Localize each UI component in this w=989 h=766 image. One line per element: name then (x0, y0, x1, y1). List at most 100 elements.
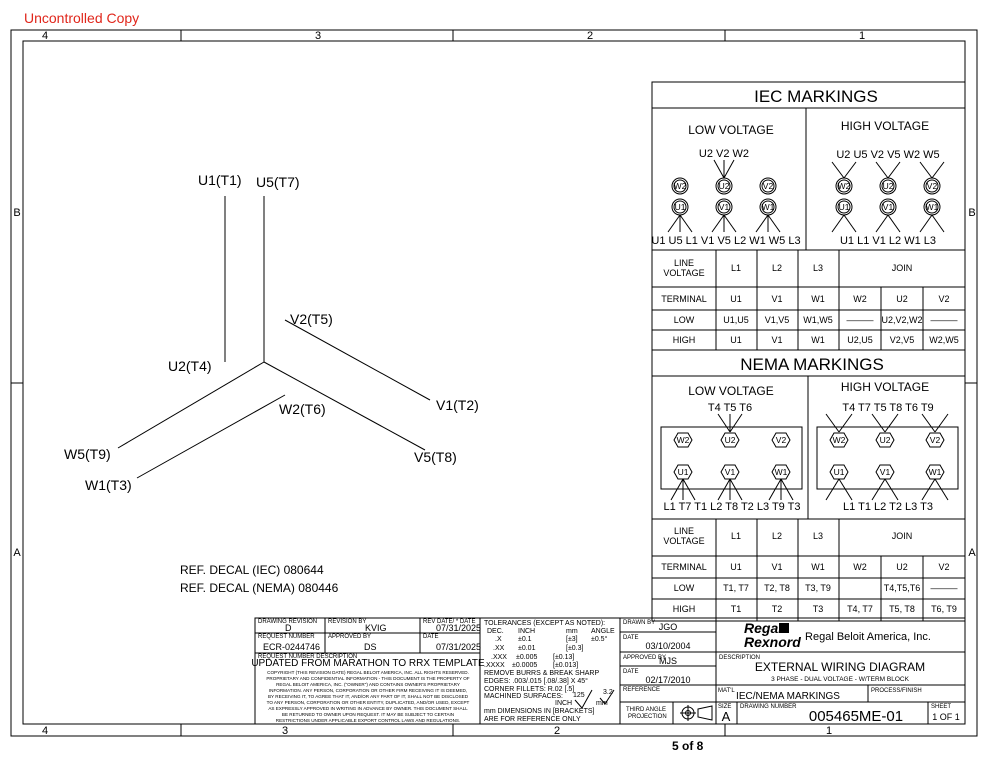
nema-line-voltage-1: LINE (674, 526, 694, 536)
iec-col-l3: L3 (813, 263, 823, 273)
nema-col-l3: L3 (813, 531, 823, 541)
title-block-projection-1: THIRD ANGLE (626, 707, 666, 713)
nema-table-rows-0-0: TERMINAL (661, 562, 707, 572)
iec-node-w2-high: W2 (838, 181, 851, 191)
title-block-copyright-6: AS EXPRESSLY APPROVED IN WRITING IN ADVA… (268, 706, 468, 711)
title-block-request-desc-label: REQUEST NUMBER DESCRIPTION (258, 654, 357, 660)
title-block-tol-rows-2-0: .XXX (491, 654, 507, 661)
title-block-tol-header-2: mm (566, 628, 578, 635)
iec-node-u1-high: U1 (839, 202, 850, 212)
nema-table-rows-0-1: U1 (730, 562, 742, 572)
label-v1-t2: V1(T2) (436, 397, 479, 413)
title-block-drawn-date-label: DATE (623, 635, 639, 641)
schematic-labels: U1(T1) U5(T7) U2(T4) V2(T5) V1(T2) W2(T6… (64, 172, 479, 493)
zone-col-2-bottom: 2 (554, 725, 560, 737)
title-block-request-number-label: REQUEST NUMBER (258, 634, 315, 640)
nema-table-rows-1-1: T1, T7 (723, 583, 749, 593)
zone-col-4-top: 4 (42, 30, 48, 42)
title-block-ref-note: ARE FOR REFERENCE ONLY (484, 716, 581, 723)
nema-low-top-labels: T4 T5 T6 (708, 402, 752, 414)
drawing-description: EXTERNAL WIRING DIAGRAM (755, 660, 925, 674)
label-w1-t3: W1(T3) (85, 477, 132, 493)
nema-table-rows-1-4: T4,T5,T6 (884, 583, 921, 593)
iec-table-rows-0-5: U2 (896, 294, 908, 304)
iec-node-u1-low: U1 (675, 202, 686, 212)
title-block-tol-rows-0-0: .X (495, 636, 502, 643)
label-w2-t6: W2(T6) (279, 401, 326, 417)
zone-col-1-top: 1 (859, 30, 865, 42)
label-v2-t5: V2(T5) (290, 311, 333, 327)
copyright-notice: COPYRIGHT (THIS REVISION DATE) REGAL BEL… (266, 670, 469, 723)
iec-high-diagram (831, 161, 945, 233)
title-block-sheet-label: SHEET (931, 704, 951, 710)
title-block-corner-fillets: CORNER FILLETS: R.02 [.5] (484, 686, 574, 693)
zone-row-a-left: A (13, 547, 21, 559)
revision-by: KVIG (365, 623, 387, 633)
drawing-subdescription: 3 PHASE - DUAL VOLTAGE - W/TERM BLOCK (771, 676, 910, 683)
title-block-copyright-8: RESTRICTIONS UNDER APPLICABLE EXPORT CON… (276, 718, 460, 723)
iec-node-v1-low: V1 (719, 202, 730, 212)
title-block-logo-line2: Rexnord (744, 634, 801, 650)
iec-table-rows-1-4: ——— (847, 315, 874, 325)
nema-table-rows-1-5: ——— (931, 583, 958, 593)
iec-table-rows-2-1: U1 (730, 335, 742, 345)
iec-line-voltage-2: VOLTAGE (663, 268, 704, 278)
label-u1-t1: U1(T1) (198, 172, 242, 188)
iec-table-rows-1-1: U1,U5 (723, 315, 749, 325)
label-u5-t7: U5(T7) (256, 174, 300, 190)
nema-low-diagram (670, 413, 794, 501)
nema-node-v2-low: V2 (776, 435, 787, 445)
nema-node-w1-high: W1 (929, 467, 942, 477)
material: IEC/NEMA MARKINGS (736, 691, 840, 702)
iec-low-voltage-title: LOW VOLTAGE (688, 123, 774, 137)
approved-date: 07/31/2025 (436, 642, 481, 652)
iec-high-top-labels: U2 U5 V2 V5 W2 W5 (836, 149, 939, 161)
title-block-tol-rows-3-0: .XXXX (484, 662, 505, 669)
nema-table: LINE VOLTAGE L1 L2 L3 JOIN TERMINAL U1 V… (661, 526, 957, 614)
winding-schematic (117, 196, 431, 479)
rev-date: 07/31/2025 (436, 623, 481, 633)
zone-col-4-bottom: 4 (42, 725, 48, 737)
drawn-date: 03/10/2004 (645, 641, 690, 651)
iec-table-rows-0-6: V2 (938, 294, 949, 304)
iec-low-bottom-labels: U1 U5 L1 V1 V5 L2 W1 W5 L3 (651, 235, 800, 247)
iec-table-rows-2-0: HIGH (673, 335, 696, 345)
zone-col-3-bottom: 3 (282, 725, 288, 737)
uncontrolled-copy-stamp: Uncontrolled Copy (24, 10, 140, 26)
nema-low-bottom-labels: L1 T7 T1 L2 T8 T2 L3 T9 T3 (664, 501, 801, 513)
company-name: Regal Beloit America, Inc. (805, 631, 931, 643)
iec-node-u2-low: U2 (719, 181, 730, 191)
iec-title: IEC MARKINGS (754, 87, 878, 106)
title-block-surface-inch: 125 (573, 692, 585, 699)
iec-table-rows-1-6: ——— (931, 315, 958, 325)
zone-col-1-bottom: 1 (826, 725, 832, 737)
nema-table-rows-0-4: W2 (853, 562, 867, 572)
iec-table-rows-0-2: V1 (771, 294, 782, 304)
approved-date-2: 02/17/2010 (645, 675, 690, 685)
nema-low-voltage-title: LOW VOLTAGE (688, 384, 774, 398)
title-block-approved-by-label: APPROVED BY (328, 634, 371, 640)
iec-line-voltage-1: LINE (674, 258, 694, 268)
iec-table: LINE VOLTAGE L1 L2 L3 JOIN TERMINAL U1 V… (661, 258, 959, 345)
title-block: DRAWING REVISION REVISION BY REV DATE/ *… (251, 617, 966, 725)
iec-table-rows-2-4: U2,U5 (847, 335, 873, 345)
iec-table-rows-0-3: W1 (811, 294, 825, 304)
drawn-by: JGO (659, 622, 678, 632)
zone-col-3-top: 3 (315, 30, 321, 42)
nema-table-rows-1-3: T3, T9 (805, 583, 831, 593)
label-v5-t8: V5(T8) (414, 449, 457, 465)
nema-node-u2-high: U2 (880, 435, 891, 445)
iec-col-l1: L1 (731, 263, 741, 273)
title-block-tol-rows-3-2: [±0.013] (553, 662, 578, 669)
title-block-tol-rows-0-3: ±0.5° (591, 635, 608, 643)
title-block-approved-date-label: DATE (623, 669, 639, 675)
nema-table-rows-2-2: T2 (772, 604, 783, 614)
iec-table-rows-2-3: W1 (811, 335, 825, 345)
title-block-approved-by2-label: APPROVED BY (623, 655, 666, 661)
drawing-revision: D (285, 623, 292, 633)
label-w5-t9: W5(T9) (64, 446, 111, 462)
nema-high-diagram (825, 413, 949, 501)
title-block-tol-header-1: INCH (518, 628, 535, 635)
title-block-description-label: DESCRIPTION (719, 655, 760, 661)
